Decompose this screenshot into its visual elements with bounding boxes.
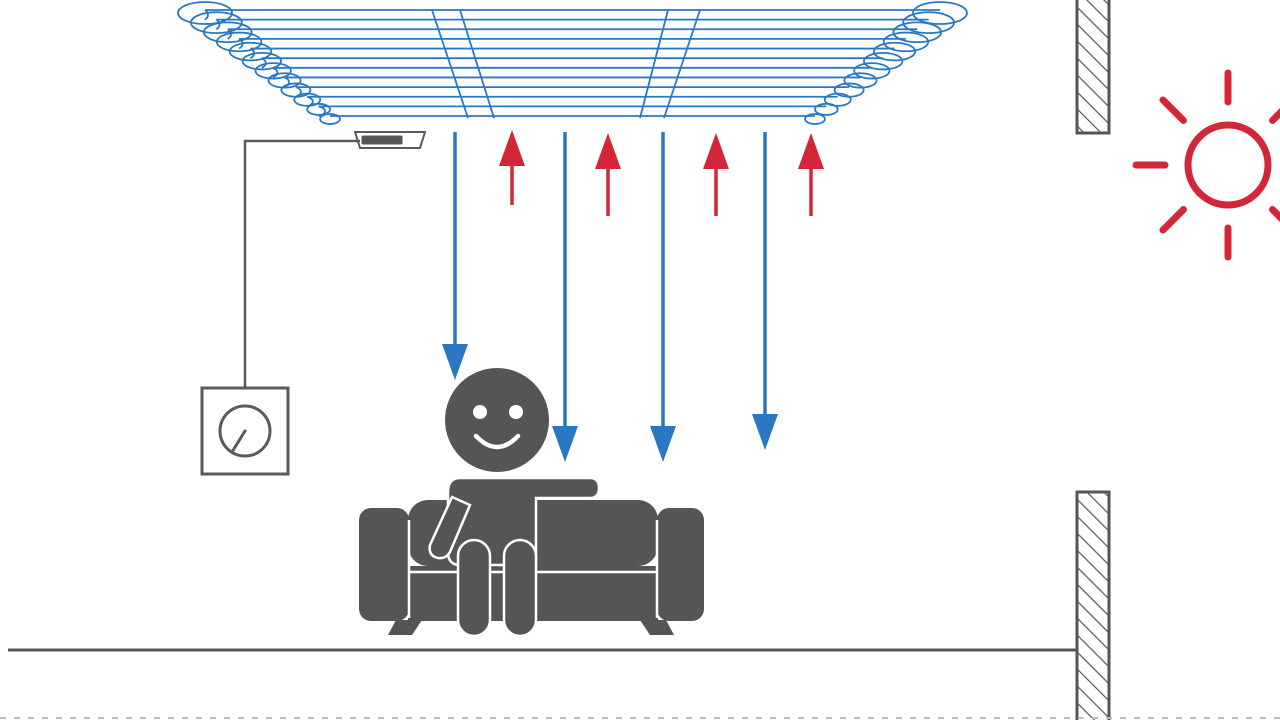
cool-arrow-head	[442, 344, 468, 380]
pipe-loop-right	[882, 31, 930, 53]
pipe-loop-left	[177, 1, 233, 25]
pipe-loop-right	[804, 113, 826, 125]
heat-arrow-head	[703, 133, 729, 169]
pipe-loop-right	[863, 52, 904, 71]
pipe-loop-left	[241, 52, 282, 71]
sun-icon	[1132, 69, 1280, 261]
heat-arrow-head	[499, 130, 525, 166]
pipe-loop-left	[215, 31, 263, 53]
upper-wall-segment	[1075, 0, 1111, 135]
person-left-eye	[473, 405, 487, 419]
person-smile	[473, 433, 521, 450]
sun-ray	[1269, 108, 1280, 124]
sofa-arm-right	[657, 508, 704, 621]
pipe-loop-left	[228, 41, 273, 62]
pipe-loop-left	[254, 62, 292, 80]
pipe-bend	[272, 67, 279, 79]
person-right-leg	[502, 538, 538, 638]
pipe-loop-left	[293, 92, 322, 107]
wall-thermostat-dial	[200, 386, 290, 476]
person-left-leg	[456, 538, 492, 638]
pipe-loop-right	[814, 102, 839, 116]
cooling-flow-arrows	[442, 132, 778, 462]
pipe-bend	[204, 9, 209, 21]
lower-wall-segment	[1075, 490, 1111, 720]
chilled-ceiling-pipe-grid	[177, 1, 968, 125]
pipe-loop-right	[892, 21, 943, 44]
grid-support	[431, 9, 469, 119]
ceiling-sensor	[353, 131, 427, 149]
grid-support	[639, 9, 669, 119]
seated-person-smiling	[428, 368, 601, 638]
cool-arrow-head	[552, 426, 578, 462]
sun-ray	[1269, 206, 1280, 222]
pipe-bend	[215, 18, 221, 31]
sun-ray	[1159, 96, 1187, 124]
sun-disc	[1184, 121, 1272, 209]
pipe-loop-left	[267, 72, 302, 89]
pipe-loop-right	[912, 1, 968, 25]
pipe-loop-left	[202, 21, 253, 44]
pipe-loop-left	[190, 11, 243, 34]
sun-ray	[1159, 206, 1187, 234]
heat-arrow-head	[798, 133, 824, 169]
cool-arrow-head	[752, 414, 778, 450]
person-left-arm	[428, 495, 472, 560]
heat-arrow-head	[595, 133, 621, 169]
pipe-loop-right	[843, 72, 878, 89]
cool-arrow-head	[650, 426, 676, 462]
pipe-loop-right	[823, 92, 852, 107]
pipe-loop-left	[319, 113, 341, 125]
person-torso	[446, 476, 601, 567]
pipe-loop-right	[872, 41, 917, 62]
grid-support	[663, 9, 701, 119]
pipe-bend	[227, 28, 232, 40]
heat-flow-arrows	[499, 130, 824, 216]
grid-support	[459, 9, 495, 119]
person-head	[445, 368, 549, 472]
person-right-eye	[509, 405, 523, 419]
sofa-leg-right-shape	[640, 620, 674, 635]
pipe-loop-left	[306, 102, 331, 116]
pipe-loop-right	[853, 62, 891, 80]
sofa-arm-left	[359, 508, 409, 621]
pipe-loop-right	[902, 11, 955, 34]
sofa-leg-left-shape	[388, 620, 422, 635]
pipe-bend	[284, 76, 291, 88]
control-wire	[243, 139, 360, 390]
